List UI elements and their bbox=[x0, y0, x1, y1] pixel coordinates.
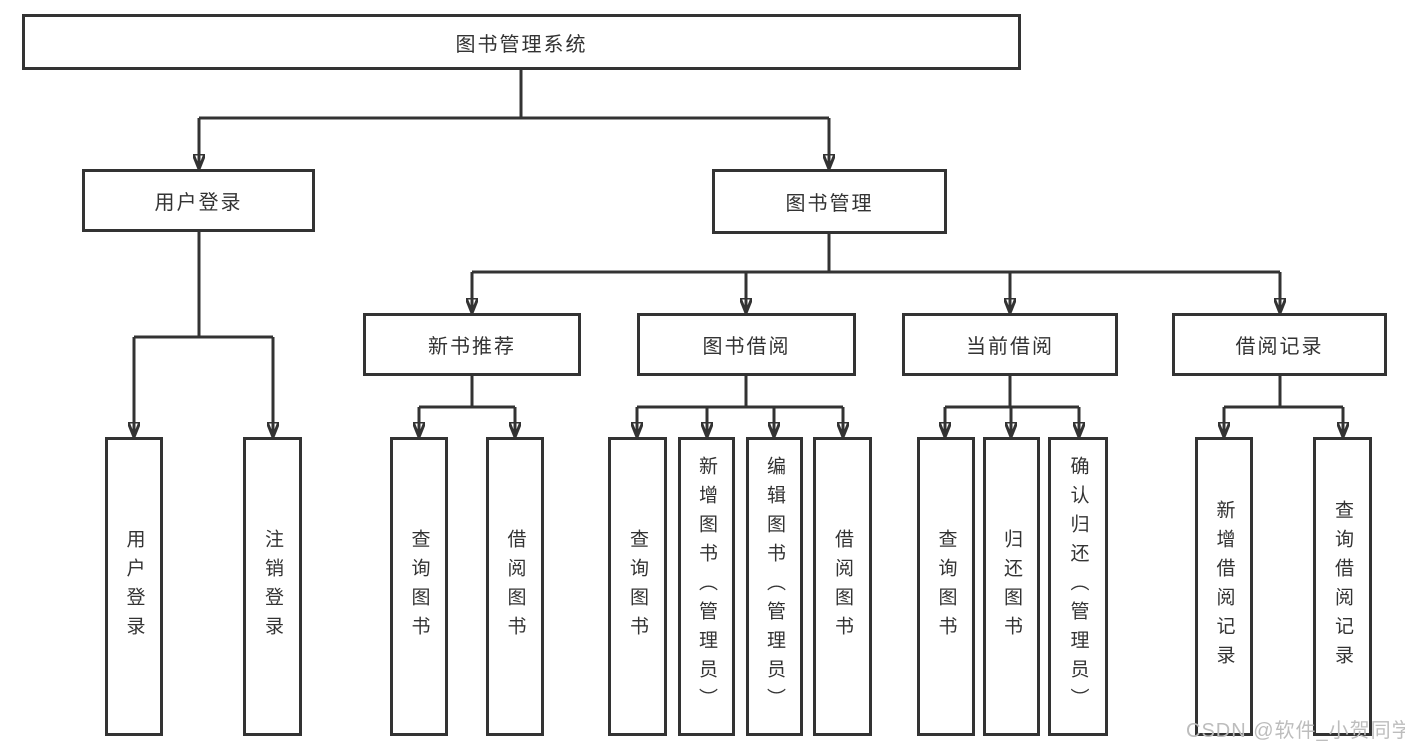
node-label: 新增图书（管理员） bbox=[696, 456, 717, 717]
csdn-watermark: CSDN @软件_小贺同学 bbox=[1186, 720, 1405, 742]
node-label: 注销登录 bbox=[262, 528, 283, 645]
node-user-login: 用户登录 bbox=[82, 169, 315, 232]
leaf-logout: 注销登录 bbox=[243, 437, 302, 736]
node-borrowing-records: 借阅记录 bbox=[1172, 313, 1387, 376]
node-book-borrowing: 图书借阅 bbox=[637, 313, 856, 376]
node-label: 借阅图书 bbox=[504, 528, 526, 645]
node-label: 新书推荐 bbox=[428, 336, 516, 358]
leaf-borrow-books: 借阅图书 bbox=[486, 437, 544, 736]
node-label: 确认归还（管理员） bbox=[1067, 456, 1089, 717]
node-label: 查询图书 bbox=[935, 528, 957, 645]
node-current-borrowing: 当前借阅 bbox=[902, 313, 1118, 376]
leaf-query-books: 查询图书 bbox=[608, 437, 667, 736]
node-label: 用户登录 bbox=[123, 528, 145, 645]
node-new-book-recommendation: 新书推荐 bbox=[363, 313, 581, 376]
node-label: 新增借阅记录 bbox=[1213, 499, 1235, 674]
leaf-query-books: 查询图书 bbox=[390, 437, 448, 736]
node-label: 图书管理 bbox=[785, 193, 874, 215]
node-label: 借阅记录 bbox=[1235, 336, 1324, 358]
node-label: 借阅图书 bbox=[832, 528, 853, 645]
leaf-borrow-books: 借阅图书 bbox=[813, 437, 872, 736]
node-label: 当前借阅 bbox=[966, 336, 1054, 358]
node-label: 查询图书 bbox=[627, 528, 648, 645]
leaf-user-login: 用户登录 bbox=[105, 437, 163, 736]
leaf-return-books: 归还图书 bbox=[983, 437, 1040, 736]
leaf-confirm-return-admin: 确认归还（管理员） bbox=[1048, 437, 1108, 736]
node-label: 用户登录 bbox=[154, 192, 243, 214]
node-label: 图书管理系统 bbox=[455, 33, 588, 56]
leaf-add-borrow-record: 新增借阅记录 bbox=[1195, 437, 1253, 736]
node-label: 图书借阅 bbox=[702, 336, 791, 358]
node-label: 查询借阅记录 bbox=[1332, 499, 1353, 674]
leaf-query-books: 查询图书 bbox=[917, 437, 975, 736]
node-book-management: 图书管理 bbox=[712, 169, 947, 234]
leaf-query-borrow-record: 查询借阅记录 bbox=[1313, 437, 1372, 736]
leaf-edit-books-admin: 编辑图书（管理员） bbox=[746, 437, 803, 736]
node-label: 查询图书 bbox=[408, 528, 430, 645]
leaf-add-books-admin: 新增图书（管理员） bbox=[678, 437, 735, 736]
node-label: 编辑图书（管理员） bbox=[764, 456, 785, 717]
node-label: 归还图书 bbox=[1001, 528, 1022, 645]
node-library-management-system: 图书管理系统 bbox=[22, 14, 1021, 70]
